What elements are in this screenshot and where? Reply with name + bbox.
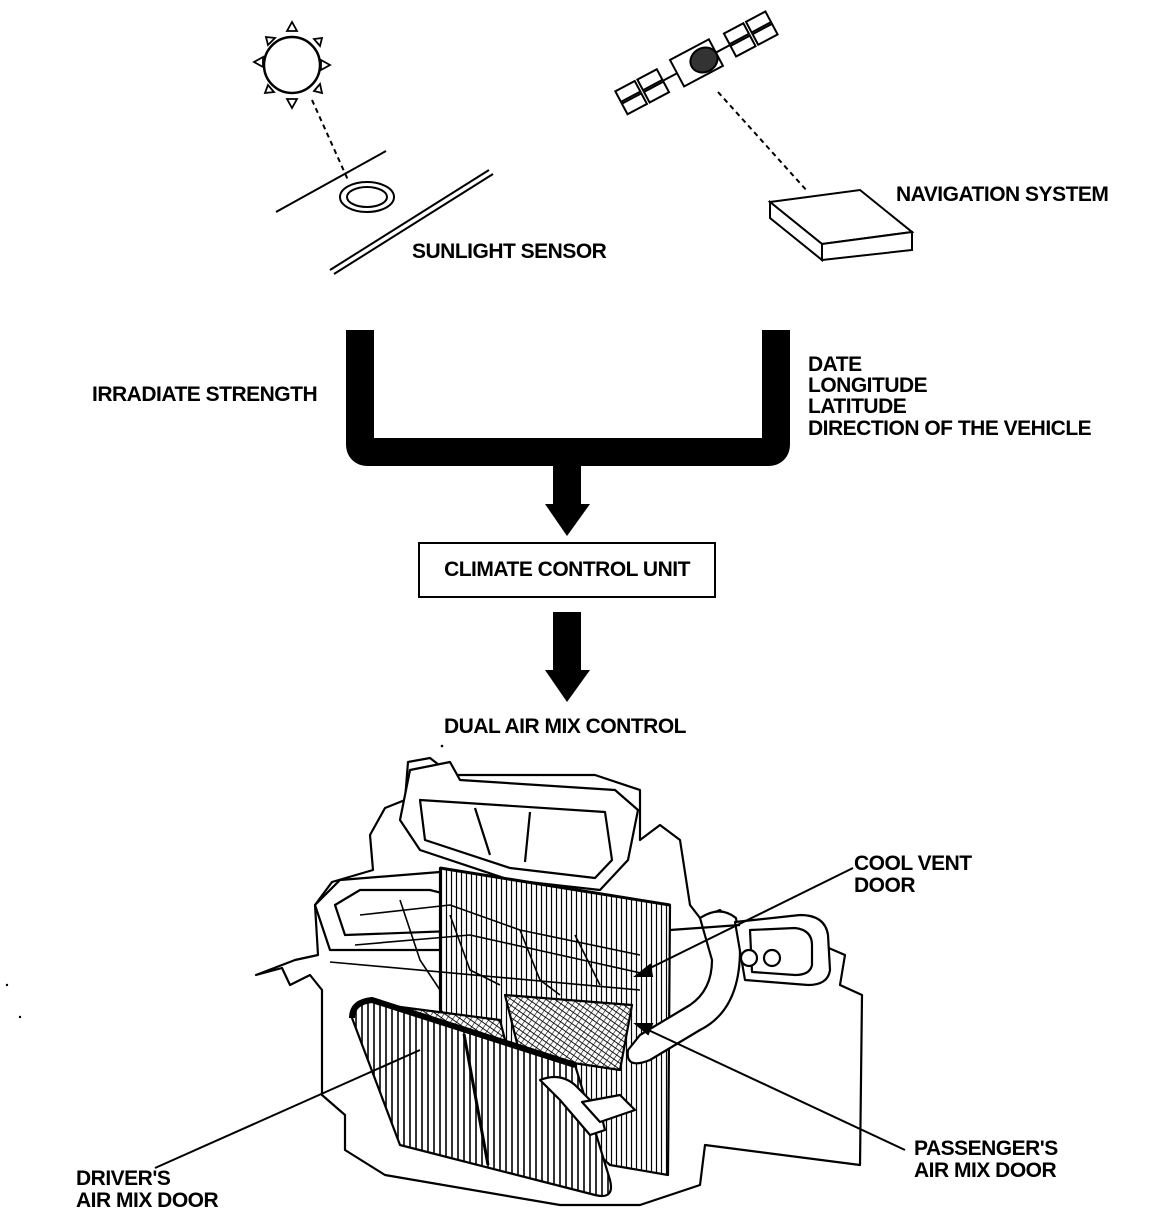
passengers-air-mix-door-label-line2: AIR MIX DOOR	[914, 1159, 1057, 1182]
nav-input-direction: DIRECTION OF THE VEHICLE	[808, 417, 1092, 440]
nav-input-date: DATE	[808, 353, 862, 376]
cool-vent-door-label-line1: COOL VENT	[854, 852, 972, 875]
flow-arrow-down	[545, 452, 590, 536]
sunlight-sensor-label: SUNLIGHT SENSOR	[412, 240, 607, 263]
satellite-signal-dashed-line	[717, 91, 809, 193]
navigation-unit-box	[767, 188, 915, 263]
signal-flow-connector	[346, 330, 790, 466]
climate-control-unit-label: CLIMATE CONTROL UNIT	[444, 558, 690, 581]
drivers-air-mix-door-label-line1: DRIVER'S	[76, 1167, 171, 1190]
dashboard-surface	[275, 150, 494, 275]
nav-input-longitude: LONGITUDE	[808, 374, 928, 397]
nav-input-latitude: LATITUDE	[808, 395, 907, 418]
sun-icon	[252, 20, 332, 110]
sunlight-sensor-icon	[339, 181, 395, 213]
sun-ray-dashed-line	[311, 99, 349, 181]
dual-air-mix-control-label: DUAL AIR MIX CONTROL	[444, 715, 687, 738]
cool-vent-door-label-line2: DOOR	[854, 874, 916, 897]
flow-arrow-down-output	[545, 612, 590, 702]
hvac-unit-illustration	[254, 756, 864, 1207]
passengers-air-mix-door-label-line1: PASSENGER'S	[914, 1137, 1058, 1160]
irradiate-strength-label: IRRADIATE STRENGTH	[92, 383, 318, 406]
leader-lines	[154, 867, 906, 1169]
scan-specks	[5, 744, 444, 1019]
climate-control-unit-box: CLIMATE CONTROL UNIT	[418, 542, 716, 598]
navigation-system-label: NAVIGATION SYSTEM	[896, 183, 1109, 206]
drivers-air-mix-door-label-line2: AIR MIX DOOR	[76, 1189, 219, 1212]
satellite-icon	[613, 10, 779, 116]
